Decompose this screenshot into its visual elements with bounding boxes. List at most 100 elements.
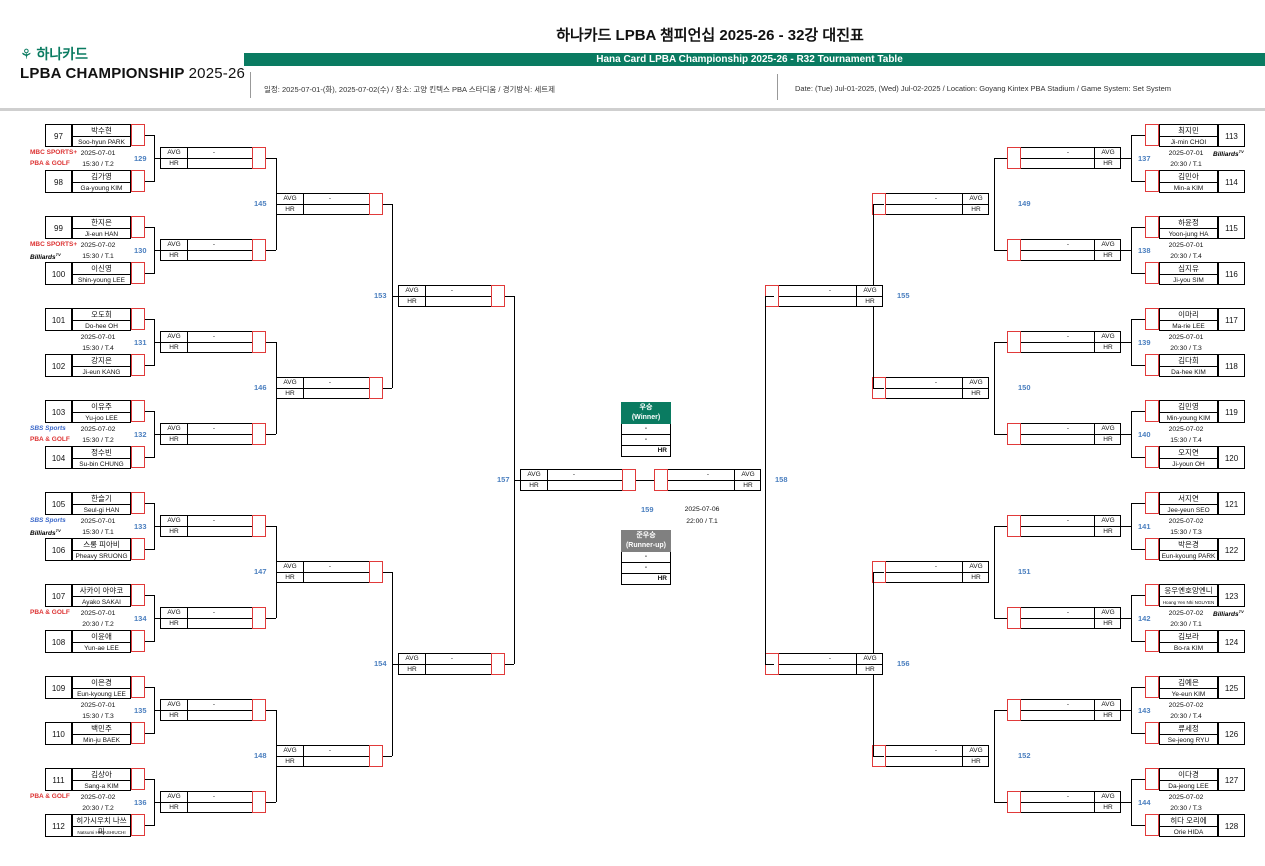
player-name-en: Da-jeong LEE <box>1168 783 1209 790</box>
match-number: 149 <box>1018 199 1031 208</box>
score-value: - <box>1066 333 1070 340</box>
match-score-box <box>1007 239 1021 261</box>
score-hr-label: HR <box>161 251 188 261</box>
score-avg-label: AVG <box>962 378 989 388</box>
player-number: 105 <box>45 492 72 515</box>
player-number: 106 <box>45 538 72 561</box>
match-score-box <box>1007 147 1021 169</box>
bracket-line <box>1131 411 1145 412</box>
final-time: 22:00 / T.1 <box>686 518 718 525</box>
player-name-en: Jee-yeun SEO <box>1167 507 1210 514</box>
bracket-line <box>383 756 392 757</box>
match-number: 132 <box>134 430 147 439</box>
match-number: 148 <box>254 751 267 760</box>
bracket-line <box>994 342 1007 343</box>
score-hr-label: HR <box>856 665 883 675</box>
match-number: 145 <box>254 199 267 208</box>
player-score-box <box>131 354 145 376</box>
player-name-en: Ye-eun KIM <box>1171 691 1206 698</box>
score-hr-row: HR <box>161 343 264 353</box>
score-avg-label: AVG <box>277 194 304 204</box>
match-score-box <box>491 285 505 307</box>
score-hr-row: HR <box>277 205 380 215</box>
match-number: 150 <box>1018 383 1031 392</box>
score-hr-label: HR <box>277 757 304 767</box>
mbc-broadcaster-logo: MBC SPORTS+ <box>30 149 78 156</box>
bracket-line <box>994 710 1007 711</box>
logo-main-text: LPBA CHAMPIONSHIP <box>20 65 185 82</box>
score-hr-row: HR <box>161 159 264 169</box>
score-hr-row: HR <box>1017 619 1120 629</box>
score-value: - <box>212 609 216 616</box>
player-name-ko: 류세정 <box>1160 723 1217 735</box>
bracket-line <box>1131 687 1132 734</box>
bracket-line <box>145 365 154 366</box>
match-date: 2025-07-01 <box>80 518 116 525</box>
bracket-line <box>145 549 154 550</box>
player-name-en: Da-hee KIM <box>1171 369 1206 376</box>
pba-broadcaster-logo: PBA & GOLF <box>30 160 70 167</box>
bracket-line <box>266 250 276 251</box>
score-avg-row: AVG- <box>161 700 264 711</box>
bracket-line <box>636 480 654 481</box>
score-avg-label: AVG <box>856 286 883 296</box>
player-name-en: Se-jeong RYU <box>1167 737 1210 744</box>
score-box: AVG-HR <box>778 653 883 675</box>
match-number: 154 <box>374 659 387 668</box>
match-time: 20:30 / T.4 <box>1170 253 1202 260</box>
player-score-box <box>131 630 145 652</box>
bracket-line <box>154 342 160 343</box>
bracket-line <box>1131 549 1145 550</box>
match-score-box <box>491 653 505 675</box>
player-score-box <box>1145 630 1159 652</box>
score-hr-row: HR <box>277 389 380 399</box>
match-time: 15:30 / T.3 <box>1170 529 1202 536</box>
score-hr-label: HR <box>962 205 989 215</box>
score-hr-label: HR <box>1094 711 1121 721</box>
match-score-box <box>369 745 383 767</box>
bracket-line <box>994 526 1007 527</box>
broadcaster-suffix: TV <box>55 252 61 257</box>
player-number: 127 <box>1218 768 1245 791</box>
score-avg-row: AVG- <box>161 516 264 527</box>
match-number: 139 <box>1138 338 1151 347</box>
player-score-box <box>1145 584 1159 606</box>
score-value: - <box>828 655 832 662</box>
player-name-en: Yun-ae LEE <box>84 645 119 652</box>
player-score-box <box>131 584 145 606</box>
player-number: 104 <box>45 446 72 469</box>
pba-broadcaster-logo: PBA & GOLF <box>30 793 70 800</box>
score-avg-label: AVG <box>161 332 188 342</box>
player-name-en: Su-bin CHUNG <box>79 461 124 468</box>
player-score-box <box>131 722 145 744</box>
billiards-broadcaster-logo: BilliardsTV <box>1213 609 1244 618</box>
player-name-ko: 김민영 <box>1160 401 1217 413</box>
bracket-line <box>145 135 154 136</box>
match-time: 15:30 / T.2 <box>82 161 114 168</box>
score-avg-row: AVG- <box>1017 700 1120 711</box>
score-hr-row: HR <box>1017 251 1120 261</box>
score-box: AVG-HR <box>656 469 761 491</box>
player-name-en: Natsumi HIGASHIUCHI <box>77 830 126 835</box>
match-score-box <box>369 561 383 583</box>
score-avg-row: AVG- <box>885 746 988 757</box>
score-avg-row: AVG- <box>277 194 380 205</box>
score-box: AVG-HR <box>884 745 989 767</box>
player-name-en: Orie HIDA <box>1173 829 1204 836</box>
match-number: 152 <box>1018 751 1031 760</box>
player-score-box <box>131 262 145 284</box>
player-score-box <box>1145 814 1159 836</box>
player-number: 98 <box>45 170 72 193</box>
score-avg-row: AVG- <box>161 792 264 803</box>
score-value: - <box>1066 149 1070 156</box>
score-value: - <box>212 149 216 156</box>
score-box: AVG-HR <box>160 239 265 261</box>
bracket-line <box>392 296 398 297</box>
match-number: 153 <box>374 291 387 300</box>
bracket-line <box>145 181 154 182</box>
score-hr-row: HR <box>1017 711 1120 721</box>
score-hr-label: HR <box>1094 527 1121 537</box>
